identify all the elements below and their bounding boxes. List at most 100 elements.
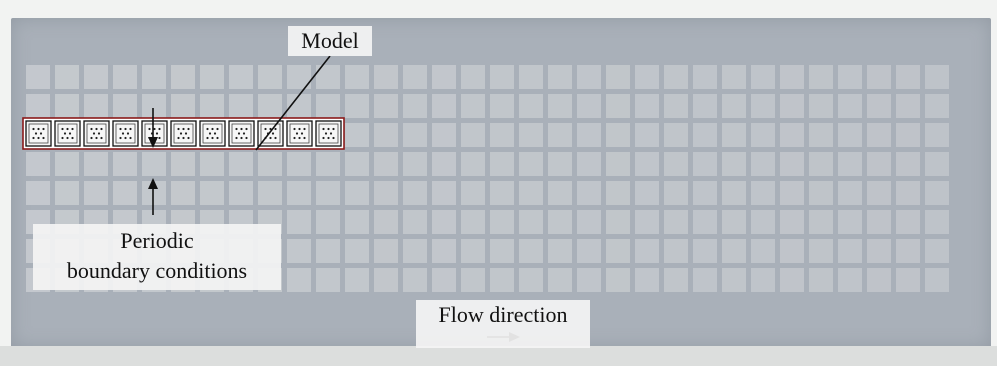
specimen-cell: [403, 152, 427, 176]
specimen-cell: [519, 94, 543, 118]
model-cell-dot: [97, 132, 101, 135]
specimen-cell: [606, 123, 630, 147]
specimen-cell: [55, 94, 79, 118]
specimen-cell: [635, 239, 659, 263]
flow-direction-text: Flow direction: [438, 302, 568, 327]
specimen-cell: [316, 94, 340, 118]
specimen-cell: [229, 152, 253, 176]
specimen-cell: [258, 152, 282, 176]
specimen-cell: [84, 94, 108, 118]
specimen-cell: [751, 152, 775, 176]
specimen-cell: [345, 210, 369, 234]
model-cell: [286, 120, 313, 147]
specimen-cell: [751, 65, 775, 89]
specimen-cell: [809, 65, 833, 89]
specimen-cell: [780, 152, 804, 176]
model-cell-dot: [37, 127, 40, 131]
model-cell-dot: [211, 127, 214, 131]
model-cell-dot: [298, 136, 301, 140]
model-cell-dot: [32, 127, 35, 131]
specimen-cell: [316, 239, 340, 263]
specimen-cell: [664, 94, 688, 118]
specimen-cell: [635, 94, 659, 118]
specimen-cell: [896, 210, 920, 234]
model-cell-inner-square: [202, 123, 223, 144]
specimen-cell: [838, 181, 862, 205]
model-cell-inner-square: [173, 123, 194, 144]
specimen-cell: [838, 239, 862, 263]
specimen-cell: [374, 94, 398, 118]
model-cell-inner-square: [28, 123, 49, 144]
model-cell-dot: [61, 136, 64, 140]
specimen-cell: [461, 181, 485, 205]
specimen-cell: [780, 268, 804, 292]
top-arrow-head: [148, 137, 158, 148]
specimen-cell: [345, 181, 369, 205]
model-cell-dot: [274, 136, 277, 140]
specimen-cell: [606, 210, 630, 234]
model-cell-dot: [213, 132, 217, 135]
specimen-cell: [26, 94, 50, 118]
model-cell-dot: [179, 132, 183, 135]
model-cell-dot: [322, 127, 325, 131]
specimen-cell: [374, 181, 398, 205]
specimen-cell: [403, 181, 427, 205]
periodic-label-line-2: boundary conditions: [66, 258, 248, 283]
specimen-cell: [780, 210, 804, 234]
specimen-cell: [142, 65, 166, 89]
specimen-cell: [751, 123, 775, 147]
specimen-cell: [664, 152, 688, 176]
specimen-cell: [635, 210, 659, 234]
specimen-cell: [113, 65, 137, 89]
model-cell-dot: [187, 136, 190, 140]
table-surface: [0, 346, 997, 366]
model-cell-dot: [206, 136, 209, 140]
specimen-cell: [287, 181, 311, 205]
model-cell-dot: [42, 127, 45, 131]
model-cell: [25, 120, 52, 147]
specimen-cell: [461, 94, 485, 118]
specimen-cell: [606, 181, 630, 205]
specimen-cell: [287, 152, 311, 176]
model-cell-dot: [245, 136, 248, 140]
specimen-cell: [490, 181, 514, 205]
specimen-cell: [374, 239, 398, 263]
specimen-cell: [664, 239, 688, 263]
model-cell-dot: [177, 127, 180, 131]
specimen-cell: [577, 268, 601, 292]
model-cell-dot: [211, 136, 214, 140]
specimen-cell: [606, 94, 630, 118]
model-cell-dot: [274, 127, 277, 131]
specimen-cell: [867, 181, 891, 205]
specimen-cell: [258, 65, 282, 89]
specimen-cell: [577, 181, 601, 205]
model-cell-dot: [66, 127, 69, 131]
specimen-cell: [635, 268, 659, 292]
specimen-cell: [693, 268, 717, 292]
specimen-cell: [229, 181, 253, 205]
model-cell-dot: [303, 127, 306, 131]
specimen-cell: [519, 181, 543, 205]
periodic-boundary-label: Periodic boundary conditions: [33, 224, 281, 290]
specimen-cell: [229, 65, 253, 89]
model-cell-dot: [124, 136, 127, 140]
model-cell-dot: [177, 136, 180, 140]
model-cell-dot: [324, 132, 328, 135]
specimen-cell: [780, 239, 804, 263]
specimen-cell: [751, 268, 775, 292]
specimen-cell: [722, 239, 746, 263]
model-cell-dot: [155, 132, 159, 135]
model-cell-dot: [208, 132, 212, 135]
model-cell-dot: [119, 127, 122, 131]
specimen-cell: [403, 123, 427, 147]
model-cell-dot: [332, 127, 335, 131]
specimen-cell: [461, 210, 485, 234]
model-cell-dot: [300, 132, 304, 135]
model-cell: [83, 120, 110, 147]
model-cell-dot: [158, 127, 161, 131]
specimen-cell: [403, 210, 427, 234]
specimen-cell: [925, 65, 949, 89]
specimen-cell: [896, 152, 920, 176]
specimen-cell: [751, 239, 775, 263]
